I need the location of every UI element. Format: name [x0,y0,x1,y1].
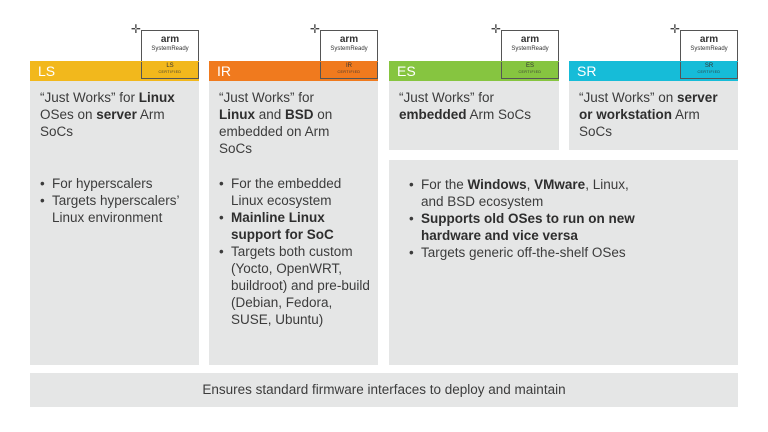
column-es: ✛ arm SystemReady ES ES CERTIFIED “Just … [389,0,559,150]
logo-arm-text: arm [339,34,359,45]
logo-arm-text: arm [160,34,180,45]
header-label-sr: SR [577,63,597,79]
bullets-ls: For hyperscalers Targets hyperscalers’ L… [40,175,195,226]
logo-certified-text: CERTIFIED [518,70,542,74]
logo-badge-ls: LS CERTIFIED [141,62,199,79]
panel-es: “Just Works” for embedded Arm SoCs [389,81,559,150]
panel-sr: “Just Works” on server or workstation Ar… [569,81,738,150]
list-item: Targets hyperscalers’ Linux environment [40,192,195,226]
header-bar-ls: LS [30,61,199,81]
column-sr: ✛ arm SystemReady SR SR CERTIFIED “Just … [569,0,738,150]
logo-badge-es: ES CERTIFIED [501,62,559,79]
list-item: Targets both custom (Yocto, OpenWRT, bui… [219,243,374,328]
intro-ir: “Just Works” for Linux and BSD on embedd… [219,90,333,156]
logo-certified-text: CERTIFIED [158,70,182,74]
panel-ir: “Just Works” for Linux and BSD on embedd… [209,81,378,365]
list-item: Mainline Linux support for SoC [219,209,374,243]
list-item: Targets generic off-the-shelf OSes [409,244,649,261]
logo-badge-sr: SR CERTIFIED [680,62,738,79]
logo-arm-text: arm [520,34,540,45]
logo-systemready-text: SystemReady [690,46,728,52]
list-item: Supports old OSes to run on new hardware… [409,210,649,244]
footer-text: Ensures standard firmware interfaces to … [202,382,566,397]
logo-systemready-text: SystemReady [151,46,189,52]
logo-arm-text: arm [699,34,719,45]
logo-certified-text: CERTIFIED [697,70,721,74]
header-bar-es: ES [389,61,559,81]
intro-es: “Just Works” for embedded Arm SoCs [399,90,532,122]
list-item: For the Windows, VMware, Linux, and BSD … [409,176,649,210]
header-bar-sr: SR [569,61,738,81]
logo-certified-text: CERTIFIED [337,70,361,74]
logo-badge-label: LS [166,63,174,69]
plus-icon: ✛ [490,22,501,36]
footer-banner: Ensures standard firmware interfaces to … [30,373,738,407]
intro-ls: “Just Works” for Linux OSes on server Ar… [40,90,175,139]
panel-es-sr-shared: For the Windows, VMware, Linux, and BSD … [389,160,738,365]
header-label-ls: LS [38,63,56,79]
bullets-es-sr: For the Windows, VMware, Linux, and BSD … [409,176,649,261]
intro-sr: “Just Works” on server or workstation Ar… [579,90,718,139]
logo-badge-label: IR [346,63,352,69]
logo-systemready-text: SystemReady [511,46,549,52]
panel-ls: “Just Works” for Linux OSes on server Ar… [30,81,199,365]
header-label-ir: IR [217,63,231,79]
column-ls: ✛ arm SystemReady LS LS CERTIFIED “Just … [30,0,199,365]
logo-systemready-text: SystemReady [330,46,368,52]
header-bar-ir: IR [209,61,378,81]
plus-icon: ✛ [130,22,141,36]
header-label-es: ES [397,63,416,79]
logo-badge-ir: IR CERTIFIED [320,62,378,79]
list-item: For hyperscalers [40,175,195,192]
list-item: For the embedded Linux ecosystem [219,175,374,209]
logo-badge-label: ES [525,63,534,69]
column-ir: ✛ arm SystemReady IR IR CERTIFIED “Just … [209,0,378,365]
plus-icon: ✛ [669,22,680,36]
logo-badge-label: SR [704,63,714,69]
bullets-ir: For the embedded Linux ecosystem Mainlin… [219,175,374,328]
plus-icon: ✛ [309,22,320,36]
